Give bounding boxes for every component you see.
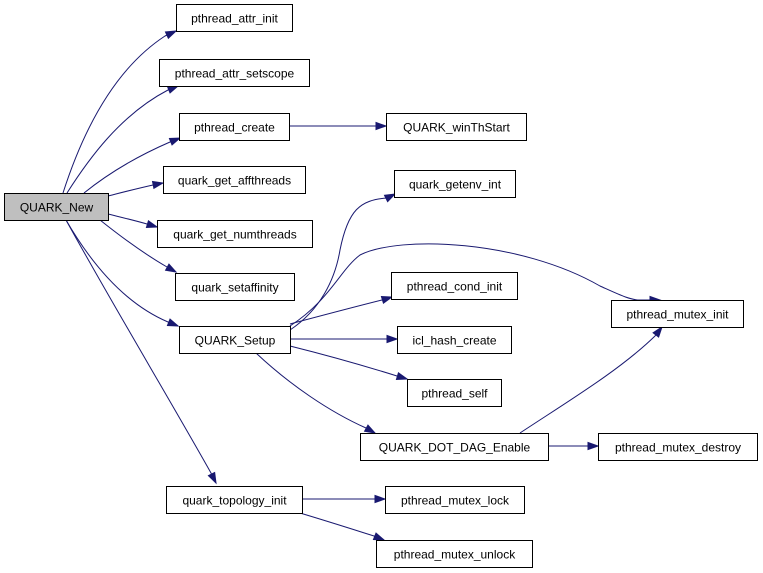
- node-box[interactable]: [179, 113, 290, 141]
- node-label: pthread_mutex_init: [626, 308, 729, 322]
- edge-quark-new-to-quark-topology-init: [65, 219, 217, 484]
- node-label: pthread_mutex_destroy: [615, 441, 741, 455]
- node-pthread-create[interactable]: pthread_create: [179, 113, 290, 141]
- node-box[interactable]: [159, 59, 310, 87]
- arrowhead-quark-get-affthreads: [151, 180, 165, 190]
- node-label: pthread_create: [194, 121, 275, 135]
- arrowhead-pthread-mutex-init: [652, 325, 663, 338]
- node-pthread-attr-init[interactable]: pthread_attr_init: [176, 4, 293, 32]
- node-label: pthread_cond_init: [407, 280, 503, 294]
- call-graph-nodes: QUARK_New pthread_attr_init pthread_attr_s…: [4, 4, 758, 568]
- edge-quark-topology-init-to-pthread-mutex-unlock: [299, 512, 385, 541]
- node-label: pthread_mutex_unlock: [394, 548, 516, 562]
- node-box[interactable]: [386, 113, 527, 141]
- node-quark-setup[interactable]: QUARK_Setup: [179, 326, 291, 354]
- edge-quark-new-to-pthread-attr-init: [62, 30, 177, 194]
- node-label: pthread_mutex_lock: [401, 494, 510, 508]
- node-box[interactable]: [407, 379, 502, 407]
- arrowhead-pthread-attr-init: [164, 30, 178, 40]
- node-label: QUARK_New: [20, 201, 94, 215]
- node-icl-hash-create[interactable]: icl_hash_create: [397, 326, 512, 354]
- edge-quark-new-to-quark-setup: [65, 219, 179, 327]
- arrowhead-quark-winthstart: [375, 121, 388, 131]
- edge-quark-setup-to-quark-getenv-int: [289, 193, 396, 331]
- arrowhead-pthread-create: [168, 137, 182, 146]
- node-label: quark_getenv_int: [409, 178, 502, 192]
- arrowhead-quark-getenv-int: [383, 193, 397, 203]
- node-box[interactable]: [397, 326, 512, 354]
- node-box[interactable]: [394, 170, 516, 198]
- node-quark-setaffinity[interactable]: quark_setaffinity: [175, 273, 295, 301]
- node-label: quark_setaffinity: [191, 281, 278, 295]
- edge-quark-new-to-pthread-create: [83, 137, 181, 194]
- node-pthread-self[interactable]: pthread_self: [407, 379, 502, 407]
- edge-quark-setup-to-pthread-cond-init: [289, 296, 393, 325]
- node-quark-get-affthreads[interactable]: quark_get_affthreads: [163, 166, 306, 194]
- node-box[interactable]: [391, 272, 518, 300]
- node-box[interactable]: [598, 433, 758, 461]
- node-box[interactable]: [4, 193, 109, 221]
- node-pthread-attr-setscope[interactable]: pthread_attr_setscope: [159, 59, 310, 87]
- node-box[interactable]: [360, 433, 549, 461]
- node-label: QUARK_DOT_DAG_Enable: [379, 441, 531, 455]
- node-label: pthread_attr_setscope: [175, 67, 295, 81]
- node-pthread-mutex-unlock[interactable]: pthread_mutex_unlock: [376, 540, 533, 568]
- node-quark-winthstart[interactable]: QUARK_winThStart: [386, 113, 527, 141]
- edge-quark-new-to-quark-setaffinity: [99, 219, 177, 273]
- arrowhead-quark-dot-dag-enable: [363, 424, 377, 434]
- node-quark-topology-init[interactable]: quark_topology_init: [166, 486, 303, 514]
- arrowhead-pthread-mutex-unlock: [372, 532, 386, 541]
- node-label: icl_hash_create: [412, 334, 496, 348]
- edge-quark-dot-dag-enable-to-pthread-mutex-init: [519, 326, 663, 434]
- arrowhead-quark-setaffinity: [164, 263, 178, 273]
- node-pthread-mutex-destroy[interactable]: pthread_mutex_destroy: [598, 433, 758, 461]
- node-box[interactable]: [163, 166, 306, 194]
- node-quark-new[interactable]: QUARK_New: [4, 193, 109, 221]
- node-pthread-mutex-lock[interactable]: pthread_mutex_lock: [385, 486, 525, 514]
- node-label: pthread_attr_init: [191, 12, 278, 26]
- node-box[interactable]: [176, 4, 293, 32]
- arrowhead-pthread-mutex-destroy: [587, 441, 600, 451]
- arrowhead-pthread-cond-init: [380, 295, 394, 305]
- node-box[interactable]: [175, 273, 295, 301]
- node-label: QUARK_winThStart: [403, 121, 510, 135]
- arrowhead-icl-hash-create: [386, 334, 399, 344]
- node-box[interactable]: [611, 300, 744, 328]
- arrowhead-pthread-mutex-lock: [374, 494, 387, 504]
- node-box[interactable]: [376, 540, 533, 568]
- node-quark-getenv-int[interactable]: quark_getenv_int: [394, 170, 516, 198]
- call-graph-edges: [62, 30, 663, 541]
- node-box[interactable]: [179, 326, 291, 354]
- node-label: pthread_self: [421, 387, 488, 401]
- edge-quark-new-to-pthread-attr-setscope: [66, 85, 179, 194]
- node-quark-dot-dag-enable[interactable]: QUARK_DOT_DAG_Enable: [360, 433, 549, 461]
- node-label: quark_get_numthreads: [173, 228, 296, 242]
- edge-quark-setup-to-pthread-self: [289, 345, 408, 380]
- node-box[interactable]: [166, 486, 303, 514]
- edge-quark-setup-to-pthread-mutex-init: [289, 243, 660, 327]
- node-pthread-mutex-init[interactable]: pthread_mutex_init: [611, 300, 744, 328]
- arrowhead-quark-topology-init: [207, 471, 217, 485]
- node-label: quark_get_affthreads: [178, 174, 291, 188]
- edge-quark-setup-to-quark-dot-dag-enable: [255, 352, 376, 434]
- arrowhead-quark-get-numthreads: [145, 219, 159, 229]
- node-box[interactable]: [385, 486, 525, 514]
- node-box[interactable]: [157, 220, 313, 248]
- arrowhead-quark-setup: [166, 318, 180, 327]
- node-quark-get-numthreads[interactable]: quark_get_numthreads: [157, 220, 313, 248]
- arrowhead-pthread-self: [395, 371, 409, 381]
- node-label: quark_topology_init: [182, 494, 287, 508]
- node-label: QUARK_Setup: [195, 334, 276, 348]
- node-pthread-cond-init[interactable]: pthread_cond_init: [391, 272, 518, 300]
- arrowhead-pthread-attr-setscope: [166, 85, 180, 94]
